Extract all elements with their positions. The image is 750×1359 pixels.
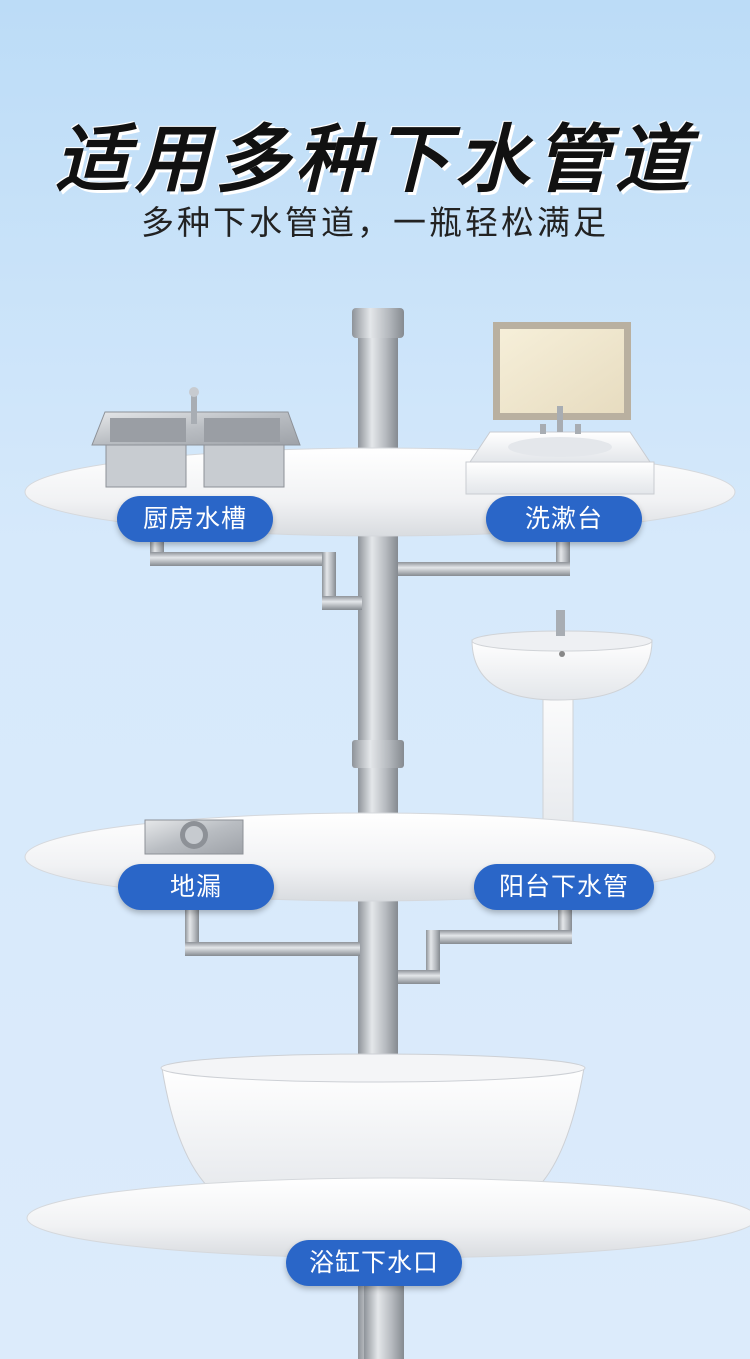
page-title: 适用多种下水管道	[55, 117, 695, 203]
drain-pipes-upper	[150, 540, 570, 610]
page-subtitle: 多种下水管道，一瓶轻松满足	[141, 203, 609, 242]
pedestal-sink-icon	[471, 610, 653, 859]
bathtub-icon	[160, 1053, 586, 1211]
label-wash-basin: 洗漱台	[486, 496, 642, 542]
drain-pipes-lower	[185, 905, 572, 984]
wash-basin-icon	[465, 322, 655, 495]
kitchen-sink-icon	[91, 387, 301, 488]
label-balcony-drain: 阳台下水管	[474, 864, 654, 910]
label-bathtub-drain: 浴缸下水口	[286, 1240, 462, 1286]
pipe-coupling	[352, 740, 404, 768]
label-kitchen-sink: 厨房水槽	[117, 496, 273, 542]
label-floor-drain: 地漏	[118, 864, 274, 910]
floor-drain-icon	[144, 819, 244, 855]
pipe-cap	[352, 308, 404, 338]
